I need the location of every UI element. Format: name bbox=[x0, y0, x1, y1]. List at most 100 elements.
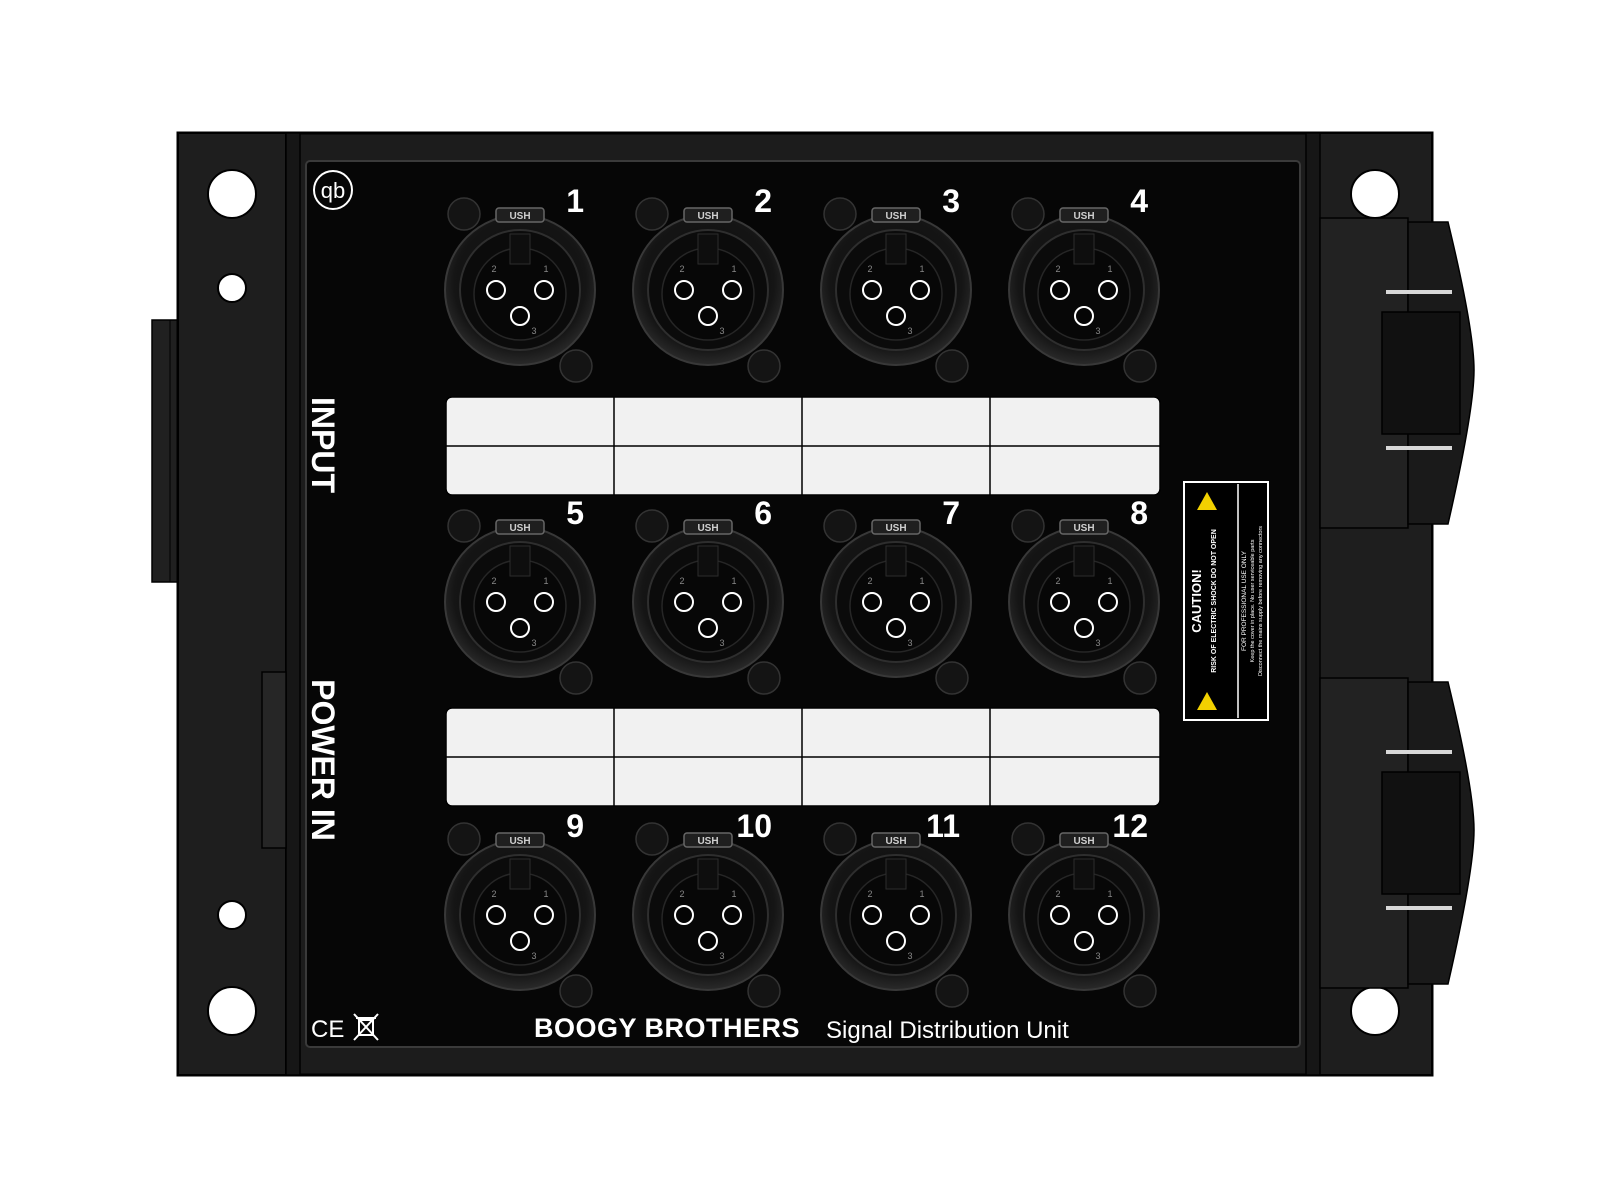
caution-line-3: Keep the cover in place. No user service… bbox=[1250, 539, 1256, 662]
pin-number: 3 bbox=[719, 951, 724, 961]
screw-icon bbox=[447, 509, 481, 543]
pin-socket-icon bbox=[862, 280, 882, 300]
channel-number: 7 bbox=[942, 495, 960, 531]
pin-socket-icon bbox=[886, 931, 906, 951]
mounting-holes bbox=[207, 169, 1400, 1036]
pin-number: 3 bbox=[719, 638, 724, 648]
mounting-hole bbox=[207, 169, 257, 219]
pin-socket-icon bbox=[486, 592, 506, 612]
pin-number: 2 bbox=[679, 264, 684, 274]
pin-socket-icon bbox=[722, 280, 742, 300]
latch-tab[interactable] bbox=[495, 519, 545, 535]
latch-tab[interactable] bbox=[1059, 519, 1109, 535]
screw-icon bbox=[1123, 974, 1157, 1008]
screw-icon bbox=[823, 197, 857, 231]
pin-socket-icon bbox=[674, 905, 694, 925]
pin-number: 2 bbox=[1055, 889, 1060, 899]
pin-number: 1 bbox=[1107, 889, 1112, 899]
qb-logo-icon: qb bbox=[313, 170, 353, 210]
channel-number: 1 bbox=[566, 183, 584, 219]
channel-number: 11 bbox=[926, 808, 960, 844]
pin-socket-icon bbox=[486, 280, 506, 300]
multipin-connector-bottom bbox=[1319, 677, 1475, 989]
latch-tab[interactable] bbox=[871, 832, 921, 848]
pin-number: 3 bbox=[531, 638, 536, 648]
screw-icon bbox=[747, 661, 781, 695]
pin-number: 1 bbox=[1107, 264, 1112, 274]
screw-icon bbox=[1123, 349, 1157, 383]
brand-name: BOOGY BROTHERS bbox=[534, 1013, 800, 1043]
pin-number: 2 bbox=[679, 889, 684, 899]
pin-number: 3 bbox=[719, 326, 724, 336]
latch-tab[interactable] bbox=[871, 207, 921, 223]
channel-number: 4 bbox=[1130, 183, 1148, 219]
pin-number: 2 bbox=[1055, 576, 1060, 586]
pin-number: 1 bbox=[731, 889, 736, 899]
weee-bin-icon bbox=[353, 1013, 379, 1041]
pin-number: 2 bbox=[491, 576, 496, 586]
latch-tab[interactable] bbox=[683, 207, 733, 223]
pin-socket-icon bbox=[1074, 306, 1094, 326]
pin-socket-icon bbox=[674, 280, 694, 300]
pin-number: 2 bbox=[491, 889, 496, 899]
logo-text: qb bbox=[321, 178, 345, 203]
connector-brand-mark: USH bbox=[509, 836, 530, 847]
channel-number: 3 bbox=[942, 183, 960, 219]
mounting-hole bbox=[217, 900, 247, 930]
latch-tab[interactable] bbox=[683, 832, 733, 848]
pin-socket-icon bbox=[534, 280, 554, 300]
channel-number: 9 bbox=[566, 808, 584, 844]
pin-socket-icon bbox=[1098, 592, 1118, 612]
connector-brand-mark: USH bbox=[509, 523, 530, 534]
connector-brand-mark: USH bbox=[1073, 211, 1094, 222]
pin-socket-icon bbox=[1050, 280, 1070, 300]
pin-number: 2 bbox=[867, 576, 872, 586]
latch-tab[interactable] bbox=[1059, 832, 1109, 848]
pin-number: 1 bbox=[543, 889, 548, 899]
screw-icon bbox=[1011, 822, 1045, 856]
power-in-label: POWER IN bbox=[305, 679, 341, 841]
power-inlet-slot bbox=[261, 671, 287, 849]
latch-tab[interactable] bbox=[495, 207, 545, 223]
caution-label: CAUTION! RISK OF ELECTRIC SHOCK DO NOT O… bbox=[1183, 481, 1269, 721]
pin-socket-icon bbox=[886, 306, 906, 326]
latch-tab[interactable] bbox=[683, 519, 733, 535]
pin-socket-icon bbox=[534, 905, 554, 925]
channel-number: 6 bbox=[754, 495, 772, 531]
pin-number: 1 bbox=[731, 264, 736, 274]
pin-socket-icon bbox=[1098, 280, 1118, 300]
mounting-hole bbox=[1350, 169, 1400, 219]
pin-number: 1 bbox=[543, 264, 548, 274]
screw-icon bbox=[747, 974, 781, 1008]
input-label: INPUT bbox=[305, 397, 341, 493]
channel-number: 2 bbox=[754, 183, 772, 219]
connector-brand-mark: USH bbox=[1073, 523, 1094, 534]
latch-tab[interactable] bbox=[495, 832, 545, 848]
screw-icon bbox=[559, 349, 593, 383]
connector-brand-mark: USH bbox=[885, 836, 906, 847]
pin-socket-icon bbox=[1050, 905, 1070, 925]
screw-icon bbox=[1011, 197, 1045, 231]
latch-tab[interactable] bbox=[871, 519, 921, 535]
pin-socket-icon bbox=[510, 931, 530, 951]
pin-number: 2 bbox=[1055, 264, 1060, 274]
pin-number: 3 bbox=[907, 638, 912, 648]
screw-icon bbox=[635, 197, 669, 231]
caution-title: CAUTION! bbox=[1189, 569, 1204, 633]
screw-icon bbox=[935, 974, 969, 1008]
channel-number: 8 bbox=[1130, 495, 1148, 531]
latch-tab[interactable] bbox=[1059, 207, 1109, 223]
